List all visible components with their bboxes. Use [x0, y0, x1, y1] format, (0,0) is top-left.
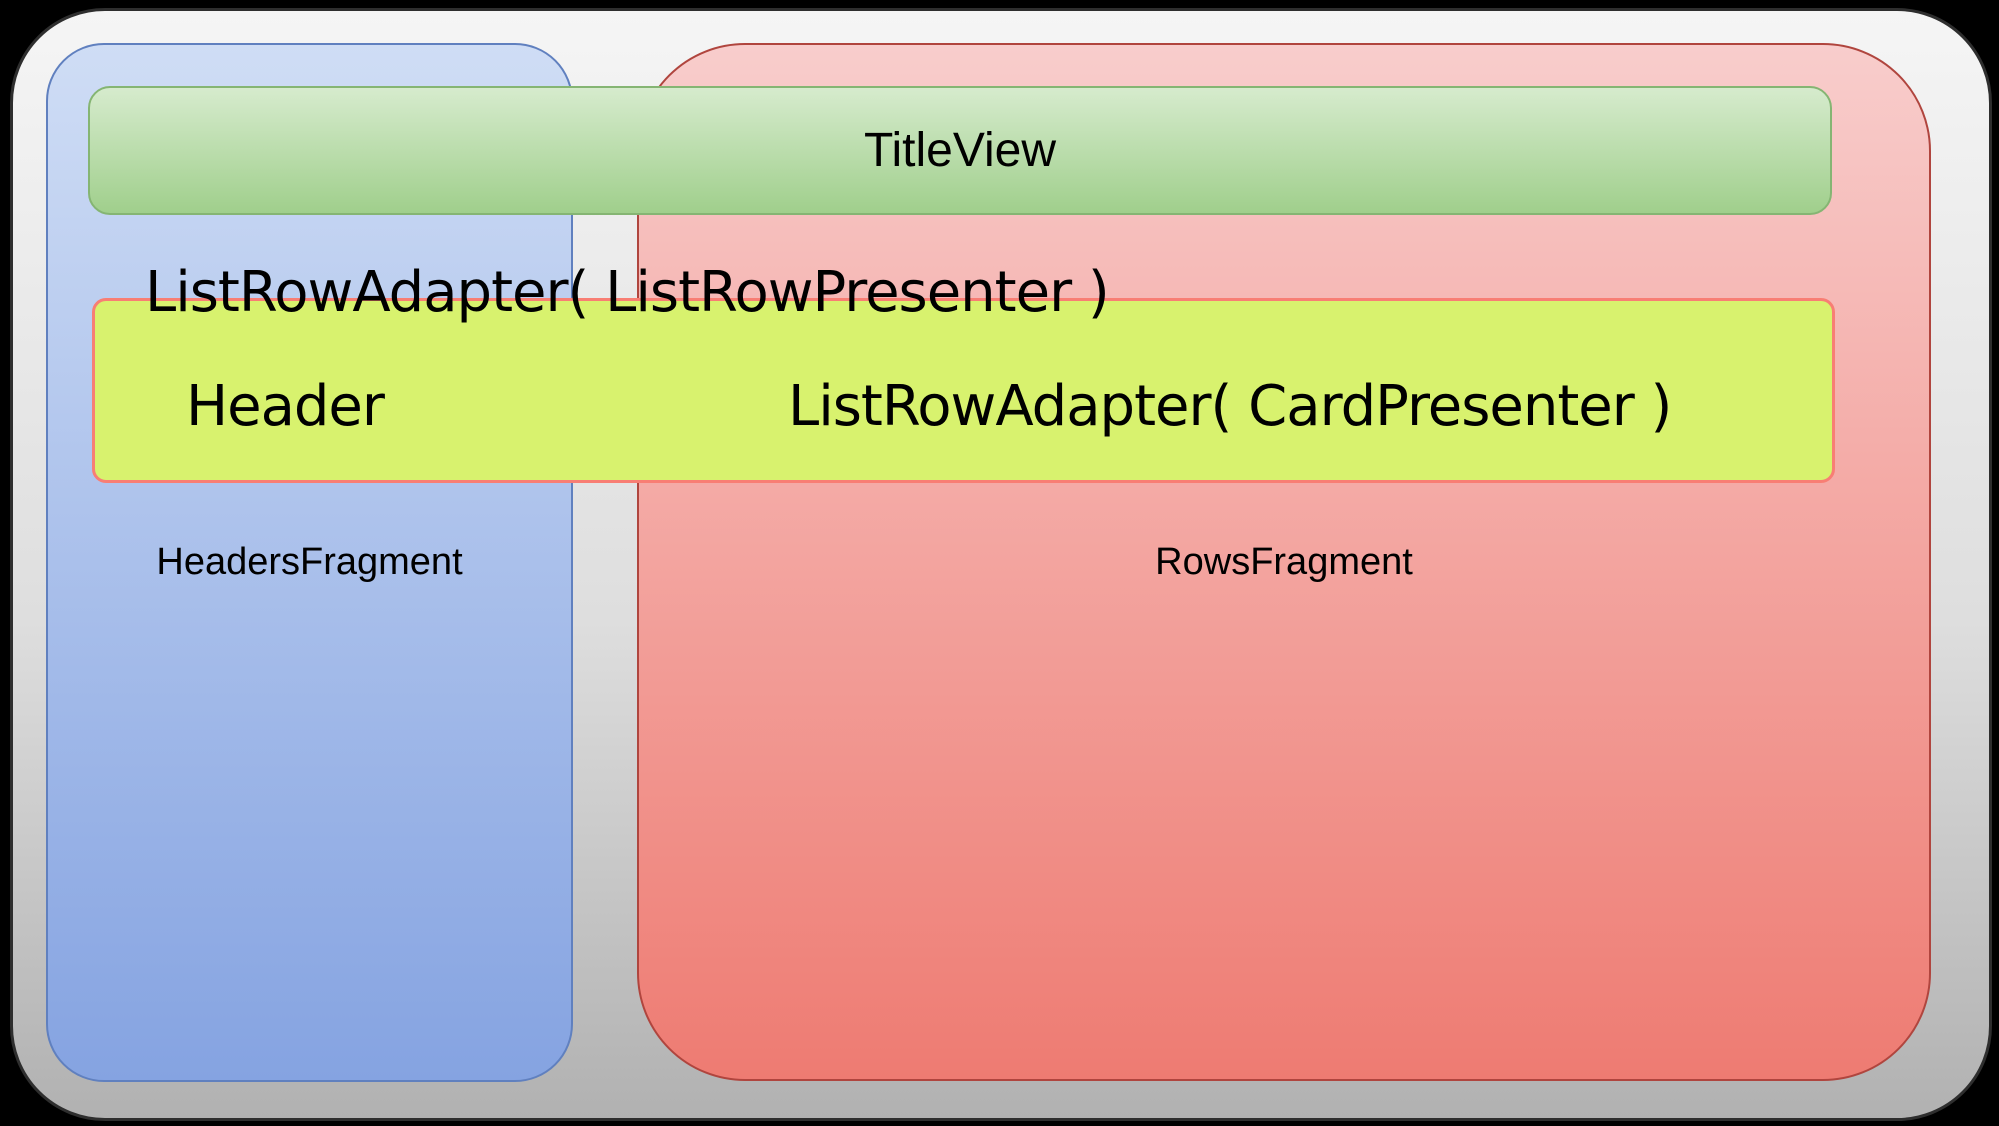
list-row-adapter-expression: ListRowAdapter( ListRowPresenter ): [145, 260, 1110, 325]
rows-fragment-panel: [637, 43, 1931, 1081]
headers-fragment-panel: [46, 43, 573, 1082]
title-view-label: TitleView: [863, 123, 1057, 177]
header-label: Header: [186, 374, 385, 439]
rows-fragment-label: RowsFragment: [1155, 541, 1413, 583]
list-row-bar: [92, 298, 1835, 483]
title-view-bar: TitleView: [88, 86, 1832, 215]
headers-fragment-label: HeadersFragment: [156, 541, 463, 583]
card-presenter-expression: ListRowAdapter( CardPresenter ): [788, 374, 1672, 439]
